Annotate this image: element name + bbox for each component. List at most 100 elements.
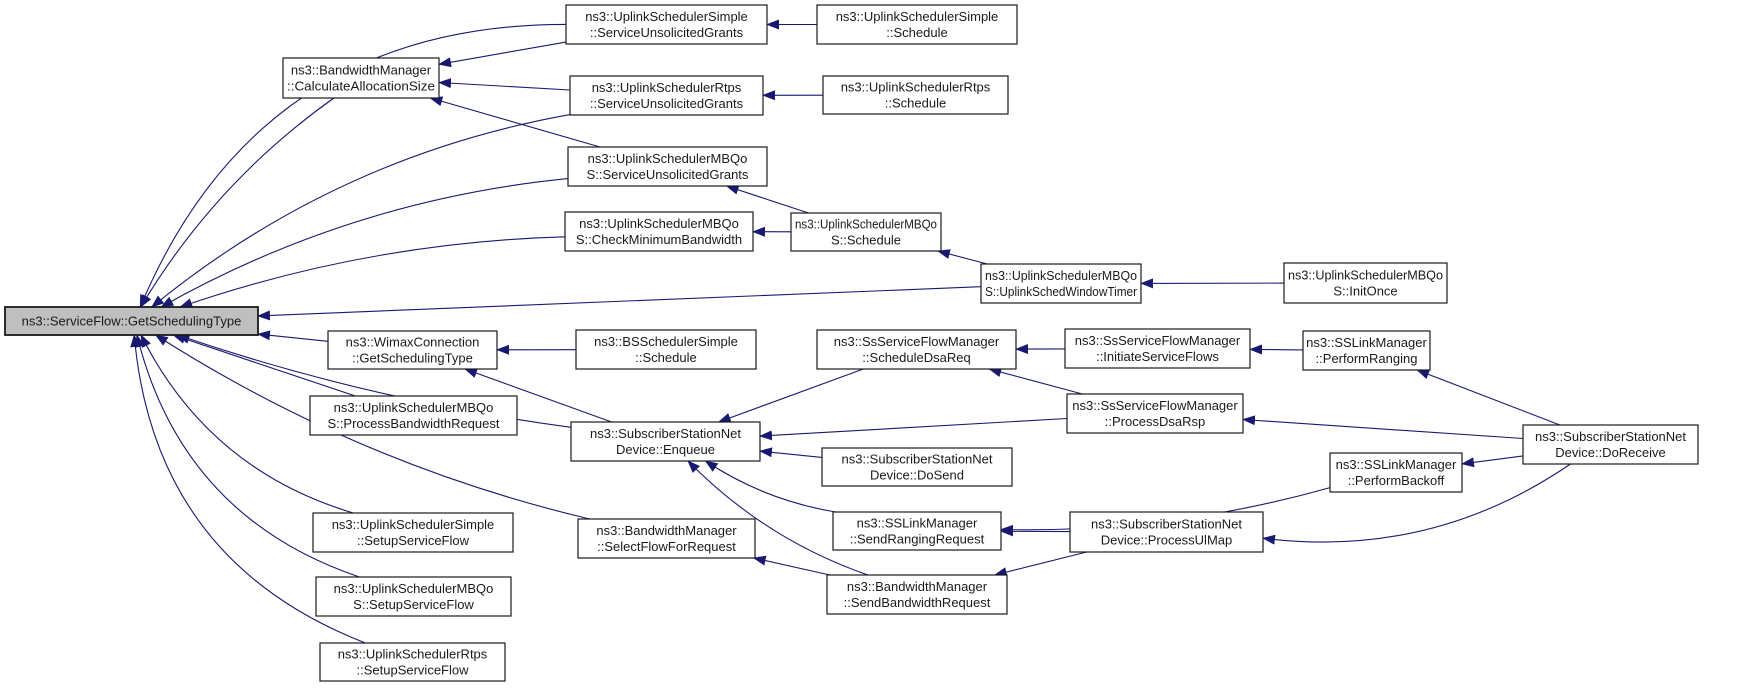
graph-node-perform_ranging[interactable]: ns3::SSLinkManager::PerformRanging (1303, 331, 1430, 370)
graph-edge-sus_mbqos-to-main (161, 179, 568, 307)
function-label-line: ns3::UplinkSchedulerSimple (836, 9, 999, 24)
function-label-line: Device::DoReceive (1555, 445, 1666, 460)
graph-node-proc_ulmap[interactable]: ns3::SubscriberStationNetDevice::Process… (1070, 512, 1263, 552)
graph-edge-do_receive-to-perform_ranging (1417, 370, 1560, 425)
function-label-line: ::SendBandwidthRequest (844, 595, 991, 610)
graph-node-window_timer[interactable]: ns3::UplinkSchedulerMBQoS::UplinkSchedWi… (981, 264, 1141, 303)
function-label-line: ns3::UplinkSchedulerMBQo (985, 268, 1137, 283)
graph-edge-sus_rtps-to-calc (439, 83, 570, 91)
graph-node-send_bw[interactable]: ns3::BandwidthManager::SendBandwidthRequ… (827, 575, 1007, 614)
function-label-line: ns3::UplinkSchedulerMBQo (334, 400, 494, 415)
function-label-line: ::SetupServiceFlow (357, 533, 470, 548)
graph-node-calc[interactable]: ns3::BandwidthManager::CalculateAllocati… (283, 58, 439, 98)
function-label-line: ::Schedule (635, 350, 696, 365)
graph-node-sus_mbqos[interactable]: ns3::UplinkSchedulerMBQoS::ServiceUnsoli… (568, 147, 767, 186)
function-label-line: S::SetupServiceFlow (353, 597, 474, 612)
graph-node-sched_dsa[interactable]: ns3::SsServiceFlowManager::ScheduleDsaRe… (817, 330, 1016, 369)
function-label-line: S::ServiceUnsolicitedGrants (587, 167, 749, 182)
function-label-line: ns3::UplinkSchedulerRtps (841, 80, 991, 95)
graph-node-sched_simple[interactable]: ns3::UplinkSchedulerSimple::Schedule (817, 5, 1017, 44)
function-label-line: ns3::UplinkSchedulerMBQo (588, 151, 748, 166)
function-label-line: ns3::UplinkSchedulerMBQo (579, 216, 739, 231)
function-label-line: S::Schedule (831, 233, 901, 248)
graph-edge-sched_mbqos-to-sus_mbqos (727, 186, 809, 213)
graph-edge-window_timer-to-main (258, 287, 981, 316)
graph-node-init_flows[interactable]: ns3::SsServiceFlowManager::InitiateServi… (1065, 329, 1250, 368)
function-label-line: Device::DoSend (870, 468, 964, 483)
graph-node-sched_rtps[interactable]: ns3::UplinkSchedulerRtps::Schedule (823, 76, 1008, 114)
function-label-line: ns3::SsServiceFlowManager (1075, 333, 1241, 348)
function-label-line: ::SendRangingRequest (850, 532, 985, 547)
function-label-line: ::Schedule (885, 96, 946, 111)
function-label-line: ::PerformRanging (1316, 351, 1418, 366)
graph-node-setup_rtps[interactable]: ns3::UplinkSchedulerRtps::SetupServiceFl… (320, 643, 505, 681)
function-label-line: ::PerformBackoff (1348, 473, 1445, 488)
graph-edge-send_ranging-to-enqueue (706, 461, 836, 512)
function-label-line: ns3::WimaxConnection (346, 335, 480, 350)
graph-node-sus_rtps[interactable]: ns3::UplinkSchedulerRtps::ServiceUnsolic… (570, 76, 763, 115)
graph-edge-do_send-to-enqueue (760, 451, 822, 457)
function-label-line: S::ProcessBandwidthRequest (328, 416, 500, 431)
graph-node-check_min[interactable]: ns3::UplinkSchedulerMBQoS::CheckMinimumB… (565, 212, 753, 251)
graph-node-send_ranging[interactable]: ns3::SSLinkManager::SendRangingRequest (833, 512, 1001, 550)
graph-edge-calc-to-main (141, 98, 334, 307)
graph-edge-proc_ulmap-to-send_bw (995, 552, 1087, 575)
function-label-line: ::ScheduleDsaReq (862, 350, 970, 365)
function-label-line: ns3::SsServiceFlowManager (1072, 398, 1238, 413)
function-label-line: ::InitiateServiceFlows (1096, 349, 1219, 364)
graph-edge-proc_dsa-to-enqueue (760, 419, 1067, 437)
graph-node-wimax_get[interactable]: ns3::WimaxConnection::GetSchedulingType (328, 331, 497, 369)
function-label-line: ns3::SsServiceFlowManager (834, 334, 1000, 349)
function-label-line: ::SelectFlowForRequest (597, 539, 736, 554)
function-label-line: S::InitOnce (1333, 284, 1397, 299)
graph-node-proc_bw[interactable]: ns3::UplinkSchedulerMBQoS::ProcessBandwi… (310, 396, 517, 435)
graph-node-sus_simple[interactable]: ns3::UplinkSchedulerSimple::ServiceUnsol… (566, 5, 767, 44)
function-label-line: S::CheckMinimumBandwidth (576, 232, 742, 247)
function-label-line: ::GetSchedulingType (352, 351, 473, 366)
function-label-line: ns3::SubscriberStationNet (841, 452, 992, 467)
function-label-line: S::UplinkSchedWindowTimer (985, 284, 1138, 299)
function-label-line: ns3::ServiceFlow::GetSchedulingType (22, 314, 242, 329)
graph-node-main: ns3::ServiceFlow::GetSchedulingType (5, 307, 258, 335)
function-label-line: ns3::BandwidthManager (847, 579, 988, 594)
graph-edge-window_timer-to-sched_mbqos (938, 251, 987, 264)
graph-node-bs_sched[interactable]: ns3::BSSchedulerSimple::Schedule (576, 330, 756, 369)
graph-edge-send_bw-to-select_flow (754, 558, 830, 575)
graph-edge-wimax_get-to-main (258, 334, 328, 341)
graph-edge-sus_rtps-to-main (152, 115, 570, 307)
function-label-line: ns3::SubscriberStationNet (1535, 429, 1686, 444)
graph-node-perform_backoff[interactable]: ns3::SSLinkManager::PerformBackoff (1330, 453, 1462, 492)
graph-edge-sus_simple-to-calc (439, 42, 566, 64)
function-label-line: ns3::SubscriberStationNet (1091, 517, 1242, 532)
nodes-layer: ns3::ServiceFlow::GetSchedulingTypens3::… (5, 5, 1698, 681)
function-label-line: ::ServiceUnsolicitedGrants (590, 25, 744, 40)
graph-node-setup_mbqos[interactable]: ns3::UplinkSchedulerMBQoS::SetupServiceF… (316, 577, 511, 616)
function-label-line: ns3::SSLinkManager (857, 516, 978, 531)
function-label-line: ns3::SSLinkManager (1306, 335, 1427, 350)
function-label-line: ns3::SSLinkManager (1336, 457, 1457, 472)
graph-edge-check_min-to-main (180, 237, 565, 307)
graph-edge-proc_dsa-to-sched_dsa (989, 369, 1082, 394)
function-label-line: ns3::UplinkSchedulerMBQo (334, 581, 494, 596)
function-label-line: ns3::BandwidthManager (596, 523, 737, 538)
graph-node-select_flow[interactable]: ns3::BandwidthManager::SelectFlowForRequ… (578, 519, 755, 558)
graph-node-do_receive[interactable]: ns3::SubscriberStationNetDevice::DoRecei… (1523, 425, 1698, 464)
function-label-line: ns3::UplinkSchedulerMBQo (795, 217, 937, 232)
function-label-line: ns3::UplinkSchedulerSimple (332, 517, 495, 532)
graph-node-proc_dsa[interactable]: ns3::SsServiceFlowManager::ProcessDsaRsp (1067, 394, 1243, 433)
graph-node-setup_simple[interactable]: ns3::UplinkSchedulerSimple::SetupService… (313, 513, 513, 552)
function-label-line: ns3::BSSchedulerSimple (594, 334, 738, 349)
function-label-line: ::CalculateAllocationSize (287, 79, 435, 94)
graph-edge-do_receive-to-proc_dsa (1243, 420, 1523, 439)
function-label-line: ns3::BandwidthManager (291, 63, 432, 78)
function-label-line: Device::Enqueue (616, 442, 715, 457)
function-label-line: ::SetupServiceFlow (357, 663, 470, 678)
function-label-line: ns3::SubscriberStationNet (590, 426, 741, 441)
function-label-line: ::ProcessDsaRsp (1105, 414, 1205, 429)
